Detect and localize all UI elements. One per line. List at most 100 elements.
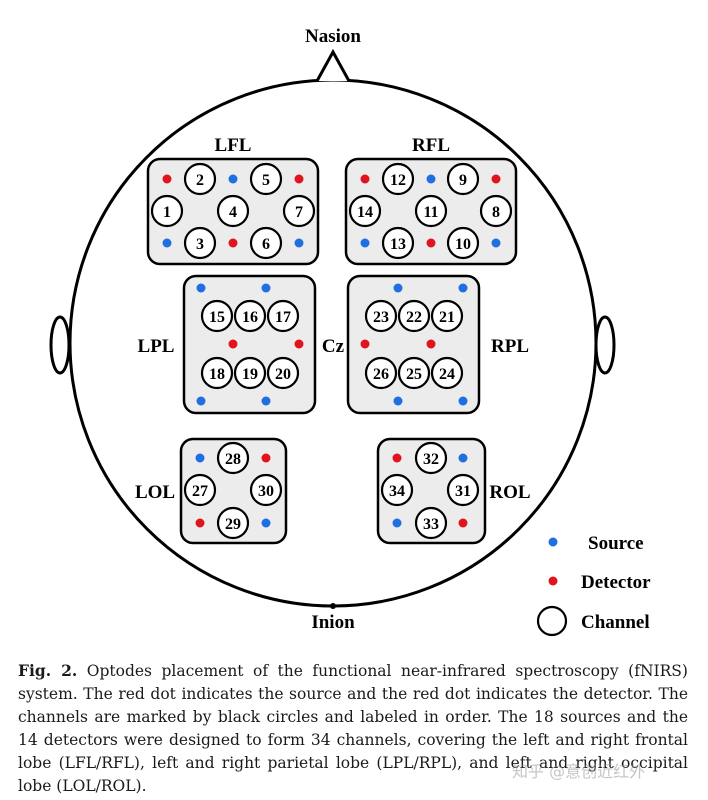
channel-label: 16	[242, 309, 258, 326]
rol-label: ROL	[489, 482, 530, 503]
detector-dot	[392, 453, 402, 463]
right-ear	[594, 315, 616, 375]
channel-label: 12	[390, 172, 406, 189]
channel: 23	[364, 299, 398, 333]
channel-label: 24	[439, 366, 455, 383]
detector-dot	[426, 238, 436, 248]
channel-label: 17	[275, 309, 291, 326]
channel: 32	[414, 441, 448, 475]
source-dot	[393, 396, 403, 406]
channel: 4	[216, 194, 250, 228]
caption-text: Optodes placement of the functional near…	[18, 662, 688, 795]
channel-label: 34	[389, 483, 405, 500]
rpl-channels: 23 22 21 26 25 24	[364, 299, 464, 390]
channel-label: 2	[196, 172, 204, 189]
inion-label: Inion	[311, 612, 355, 633]
legend-channel-circle	[536, 605, 568, 637]
caption-label: Fig. 2.	[18, 661, 78, 680]
channel-label: 14	[357, 204, 373, 221]
channel: 34	[380, 473, 414, 507]
channel: 6	[249, 226, 283, 260]
channel-label: 19	[242, 366, 258, 383]
channel-label: 5	[262, 172, 270, 189]
channel: 12	[381, 162, 415, 196]
channel-label: 25	[406, 366, 422, 383]
source-dot	[393, 283, 403, 293]
channel: 14	[348, 194, 382, 228]
channel: 29	[216, 506, 250, 540]
rpl-label: RPL	[491, 336, 529, 357]
lfl-label: LFL	[215, 135, 252, 156]
channel-label: 3	[196, 236, 204, 253]
legend-source-label: Source	[588, 533, 644, 554]
channel-label: 4	[229, 204, 237, 221]
lol-region	[179, 437, 288, 545]
legend: Source Detector Channel	[536, 533, 651, 637]
legend-detector-label: Detector	[581, 572, 651, 593]
channel: 28	[216, 441, 250, 475]
channel: 17	[266, 299, 300, 333]
channel-label: 20	[275, 366, 291, 383]
channel: 11	[414, 194, 448, 228]
source-dot	[162, 238, 172, 248]
rol-region	[376, 437, 487, 545]
channel: 9	[446, 162, 480, 196]
left-ear	[49, 315, 71, 375]
channel: 15	[200, 299, 234, 333]
source-dot	[261, 396, 271, 406]
detector-dot	[228, 339, 238, 349]
source-dot	[196, 396, 206, 406]
channel-label: 9	[459, 172, 467, 189]
detector-dot	[360, 339, 370, 349]
nasion-label: Nasion	[305, 26, 361, 47]
channel-label: 28	[225, 451, 241, 468]
source-dot	[195, 453, 205, 463]
source-dot	[196, 283, 206, 293]
channel-label: 27	[192, 483, 208, 500]
detector-dot	[458, 518, 468, 528]
channel-label: 31	[455, 483, 471, 500]
channel-label: 11	[423, 204, 438, 221]
detector-dot	[360, 174, 370, 184]
channel: 1	[150, 194, 184, 228]
detector-dot	[491, 174, 501, 184]
channel-label: 15	[209, 309, 225, 326]
source-dot	[458, 283, 468, 293]
detector-dot	[294, 339, 304, 349]
channel-label: 32	[423, 451, 439, 468]
lpl-channels: 15 16 17 18 19 20	[200, 299, 300, 390]
rfl-label: RFL	[412, 135, 450, 156]
channel-label: 10	[455, 236, 471, 253]
channel: 2	[183, 162, 217, 196]
channel: 16	[233, 299, 267, 333]
nose-marker	[315, 48, 351, 82]
channel-label: 13	[390, 236, 406, 253]
source-dot	[426, 174, 436, 184]
legend-source-dot	[548, 537, 558, 547]
channel: 25	[397, 356, 431, 390]
lol-channels: 28 27 30 29	[183, 441, 283, 540]
channel-label: 7	[295, 204, 303, 221]
channel-label: 18	[209, 366, 225, 383]
source-dot	[458, 396, 468, 406]
channel: 7	[282, 194, 316, 228]
channel: 21	[430, 299, 464, 333]
optode-placement-diagram: Nasion Inion Cz LFL RFL LPL RPL LOL ROL	[49, 26, 651, 637]
channel: 27	[183, 473, 217, 507]
channel-label: 30	[258, 483, 274, 500]
inion-dot	[330, 603, 336, 609]
channel-label: 21	[439, 309, 455, 326]
channel: 26	[364, 356, 398, 390]
detector-dots	[162, 174, 501, 528]
legend-channel-label: Channel	[581, 612, 650, 633]
channel: 13	[381, 226, 415, 260]
source-dot	[261, 283, 271, 293]
lpl-label: LPL	[138, 336, 175, 357]
channel: 22	[397, 299, 431, 333]
channel: 33	[414, 506, 448, 540]
source-dot	[491, 238, 501, 248]
source-dot	[360, 238, 370, 248]
channel-label: 29	[225, 516, 241, 533]
detector-dot	[294, 174, 304, 184]
rol-channels: 32 34 31 33	[380, 441, 480, 540]
